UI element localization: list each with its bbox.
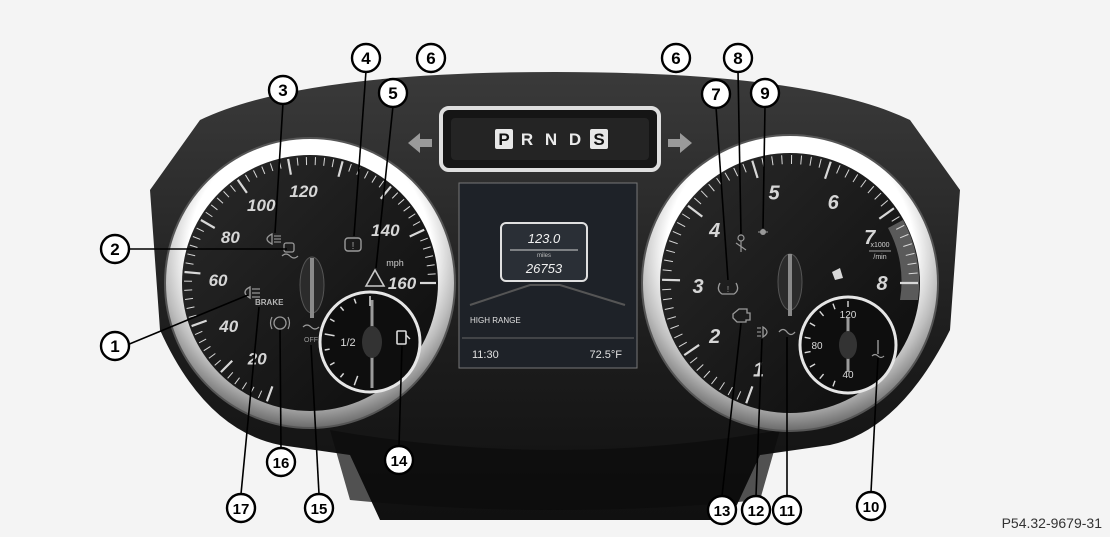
callout-restraint-system-indicator: 4 <box>352 44 380 72</box>
callout-coolant-indicator: 10 <box>857 492 885 520</box>
esp-off-text: OFF <box>304 337 318 344</box>
tacho-unit-bottom: /min <box>873 254 886 261</box>
callout-high-beam-indicator: 12 <box>742 496 770 524</box>
fuel-tick <box>325 349 330 350</box>
gear-letter: S <box>593 130 604 149</box>
odometer-value: 26753 <box>525 261 563 276</box>
speedometer-label: 20 <box>247 349 267 368</box>
trip-value: 123.0 <box>528 231 561 246</box>
callout-distronic-warning-indicator: 5 <box>379 79 407 107</box>
callout-number: 9 <box>760 84 769 103</box>
clock: 11:30 <box>472 349 499 361</box>
fuel-hub <box>362 326 382 358</box>
callout-number: 10 <box>863 499 880 516</box>
callout-rear-fog-lamp-indicator: 3 <box>269 76 297 104</box>
callout-tire-pressure-indicator: 7 <box>702 80 730 108</box>
callout-number: 14 <box>391 453 408 470</box>
tachometer-label: 2 <box>708 326 720 348</box>
callout-fuel-reserve-indicator: 14 <box>385 446 413 474</box>
callout-turn-signal-right: 6 <box>662 44 690 72</box>
speedometer-tick <box>184 272 200 273</box>
callout-number: 2 <box>110 240 119 259</box>
tachometer-label: 8 <box>876 273 888 295</box>
callout-brake-indicator: 17 <box>227 494 255 522</box>
callout-turn-signal-left: 6 <box>417 44 445 72</box>
temp-label-80: 80 <box>811 341 823 352</box>
mode-text: HIGH RANGE <box>470 316 521 325</box>
trip-unit: miles <box>537 253 551 259</box>
gear-letter: R <box>521 130 533 149</box>
tachometer-tick <box>909 273 918 274</box>
tacho-unit-top: x1000 <box>870 242 889 249</box>
tachometer-label: 1 <box>753 359 764 381</box>
callout-number: 15 <box>311 501 328 518</box>
callout-number: 3 <box>278 81 287 100</box>
callout-number: 1 <box>110 337 119 356</box>
gear-letter: N <box>545 130 557 149</box>
svg-text:!: ! <box>727 285 729 294</box>
speedometer-label: 120 <box>289 182 318 201</box>
temp-hub <box>839 331 857 359</box>
speedometer-label: 160 <box>388 274 417 293</box>
speedometer: 20 40 60 80 100 120 140 160 mph <box>165 138 455 428</box>
reference-code: P54.32-9679-31 <box>1002 515 1102 531</box>
tachometer-label: 4 <box>708 220 720 242</box>
tachometer-tick <box>782 155 783 164</box>
callout-number: 16 <box>273 455 290 472</box>
callout-number: 4 <box>361 49 371 68</box>
tachometer-label: 6 <box>828 192 840 214</box>
callout-check-engine-indicator: 13 <box>708 496 736 524</box>
callout-esp-indicator: 15 <box>305 494 333 522</box>
callout-abs-indicator: 16 <box>267 448 295 476</box>
callout-seat-belt-indicator: 8 <box>724 44 752 72</box>
callout-lights-indicator: 9 <box>751 79 779 107</box>
callout-number: 8 <box>733 49 742 68</box>
speedometer-label: 40 <box>218 317 238 336</box>
callout-number: 7 <box>711 85 720 104</box>
tachometer-label: 5 <box>768 182 780 204</box>
speedometer-label: 80 <box>221 228 240 247</box>
callout-number: 12 <box>748 503 765 520</box>
callout-number: 11 <box>779 503 795 520</box>
callout-number: 13 <box>714 503 731 520</box>
tachometer-label: 3 <box>692 276 703 298</box>
outside-temperature: 72.5°F <box>589 349 622 361</box>
fuel-half-label: 1/2 <box>340 337 355 349</box>
temp-gauge: 120 80 40 <box>800 297 896 393</box>
speedometer-label: 60 <box>209 271 228 290</box>
speedometer-label: 100 <box>247 196 276 215</box>
callout-number: 17 <box>233 501 250 518</box>
gear-letter: D <box>569 130 581 149</box>
gear-letter: P <box>498 130 509 149</box>
speed-unit-label: mph <box>386 258 404 268</box>
callout-number: 6 <box>426 49 435 68</box>
callout-glow-plug-indicator: 11 <box>773 496 801 524</box>
speedometer-tick <box>428 274 436 275</box>
callout-esp-off-indicator: 2 <box>101 235 129 263</box>
callout-number: 6 <box>671 49 680 68</box>
brake-indicator-text: BRAKE <box>255 298 284 307</box>
callout-number: 5 <box>388 84 397 103</box>
svg-text:!: ! <box>352 241 355 252</box>
speedometer-label: 140 <box>371 221 400 240</box>
fuel-gauge: 1/2 <box>320 292 420 392</box>
callout-low-beam-indicator: 1 <box>101 332 129 360</box>
